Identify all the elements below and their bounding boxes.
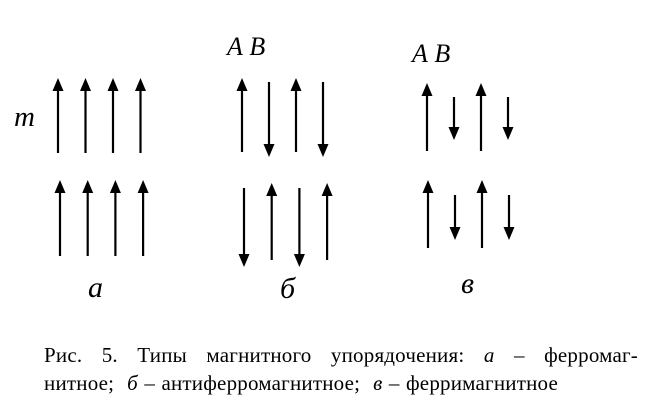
- caption-panel-ref-v: в: [373, 371, 383, 395]
- spin-arrow-head: [107, 78, 119, 91]
- spin-arrow-head: [321, 183, 333, 196]
- spin-arrow-head: [238, 254, 250, 267]
- caption-text: – ферромаг-: [494, 343, 638, 367]
- spin-arrow-head: [503, 227, 515, 240]
- spin-arrow-head: [137, 180, 149, 193]
- spin-arrow-head: [422, 180, 434, 193]
- spin-arrow-head: [476, 180, 488, 193]
- sublattice-label-panel-b: А В: [227, 32, 266, 61]
- panel-label-a: а: [88, 271, 103, 304]
- caption-line-2: нитное; б – антиферромагнитное; в – ферр…: [44, 369, 638, 397]
- spin-arrow-head: [293, 254, 305, 267]
- spin-arrow-head: [263, 144, 275, 157]
- caption-line-1: Рис. 5. Типы магнитного упорядочения: а …: [44, 341, 638, 369]
- caption-text: нитное;: [44, 371, 128, 395]
- spin-arrow-head: [502, 127, 514, 140]
- spin-arrow-head: [52, 78, 64, 91]
- spin-arrow-head: [317, 144, 329, 157]
- panel-label-v: в: [461, 267, 475, 300]
- spin-arrow-head: [449, 227, 461, 240]
- panel-label-b: б: [280, 272, 296, 305]
- caption-text: Рис. 5. Типы магнитного упорядочения:: [44, 343, 484, 367]
- spin-arrow-head: [236, 78, 248, 91]
- spin-arrow-head: [82, 180, 94, 193]
- spin-arrow-head: [475, 83, 487, 96]
- figure-caption: Рис. 5. Типы магнитного упорядочения: а …: [44, 341, 638, 397]
- caption-panel-ref-a: а: [483, 343, 495, 367]
- spin-arrows-canvas: [52, 78, 515, 267]
- caption-text: – ферримагнитное: [382, 371, 559, 395]
- spin-arrow-head: [54, 180, 66, 193]
- spin-arrow-head: [80, 78, 91, 91]
- spin-arrow-head: [266, 183, 278, 196]
- spin-arrow-head: [421, 83, 433, 96]
- moment-axis-label: m: [14, 101, 35, 133]
- spin-arrow-head: [290, 78, 302, 91]
- spin-arrow-head: [448, 127, 460, 140]
- sublattice-label-panel-v: А В: [412, 39, 451, 68]
- spin-arrow-head: [135, 78, 146, 91]
- caption-text: – антиферромагнитное;: [137, 371, 374, 395]
- caption-panel-ref-b: б: [127, 371, 138, 395]
- spin-arrow-head: [109, 180, 121, 193]
